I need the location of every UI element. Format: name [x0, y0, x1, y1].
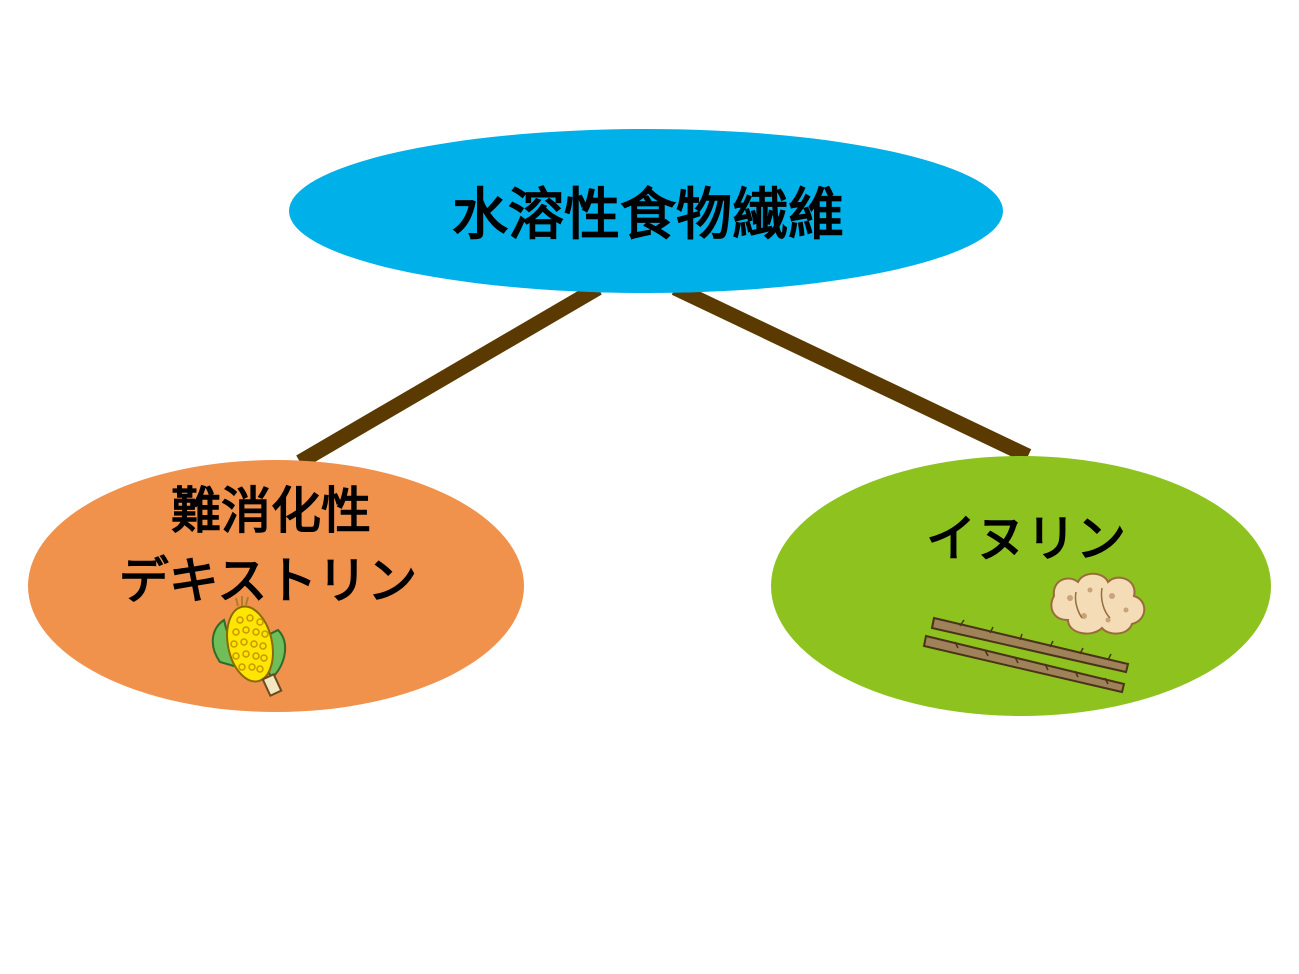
root-node-label: 水溶性食物繊維 — [452, 183, 844, 248]
left-node: 難消化性 デキストリン — [28, 460, 524, 712]
corn-icon — [211, 596, 287, 698]
root-node-ellipse — [289, 129, 1003, 293]
right-node-ellipse — [771, 456, 1271, 716]
left-node-ellipse — [28, 460, 524, 712]
left-node-label-line-1: 難消化性 — [171, 482, 371, 540]
connector-root-to-left — [296, 281, 602, 469]
burdock-root-icon — [922, 616, 1130, 694]
right-node-label: イヌリン — [926, 510, 1126, 568]
right-node: イヌリン — [771, 456, 1271, 716]
root-node: 水溶性食物繊維 — [289, 129, 1003, 293]
left-node-label-line-2: デキストリン — [119, 552, 418, 610]
jerusalem-artichoke-icon — [1050, 572, 1146, 635]
connector-root-to-right — [671, 281, 1032, 463]
